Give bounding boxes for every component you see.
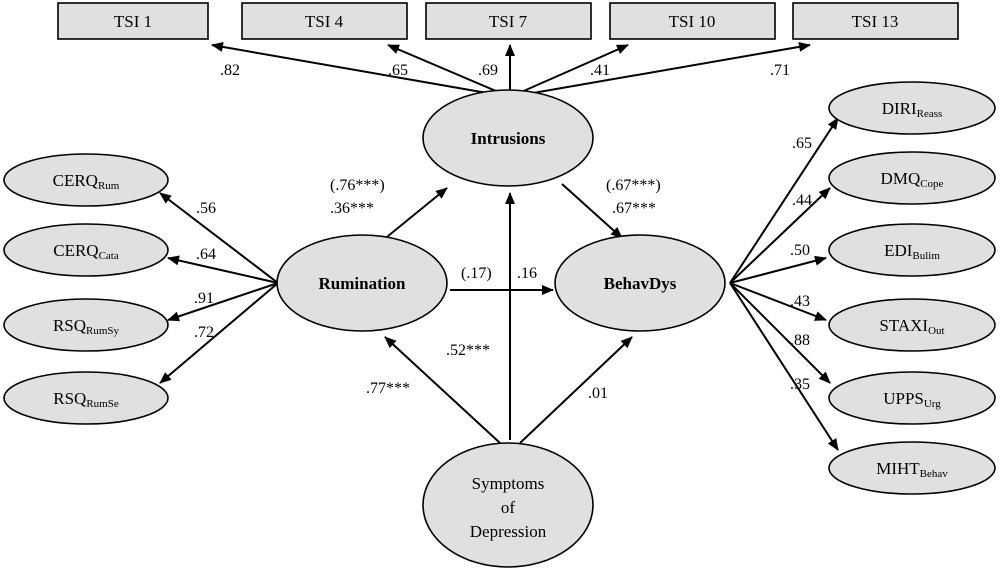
- arrow-intrusions-tsi1: [211, 41, 511, 98]
- indicator-rsq-rumse: RSQRumSe: [3, 371, 169, 425]
- svg-text:Depression: Depression: [470, 522, 547, 541]
- latent-rumination: Rumination: [276, 234, 448, 332]
- indicator-label: TSI 13: [852, 12, 899, 31]
- svg-text:of: of: [501, 498, 516, 517]
- indicator-cerq-cata: CERQCata: [3, 223, 169, 277]
- loading-dmq: .44: [792, 192, 812, 209]
- indicator-label: TSI 7: [489, 12, 528, 31]
- arrow-behavdys-diri: [729, 117, 839, 284]
- indicator-diri-reass: DIRIReass: [828, 81, 996, 135]
- path-dep-rum: .77***: [366, 380, 410, 397]
- arrow-behavdys-miht: [729, 282, 839, 451]
- indicator-miht-behav: MIHTBehav: [828, 441, 996, 495]
- svg-text:CERQRum: CERQRum: [53, 171, 120, 192]
- loading-miht: .35: [790, 376, 810, 393]
- indicator-label: TSI 10: [669, 12, 716, 31]
- loading-cerq-cata: .64: [196, 246, 216, 263]
- svg-text:MIHTBehav: MIHTBehav: [876, 459, 948, 480]
- loading-staxi: .43: [790, 293, 810, 310]
- latent-label: Intrusions: [471, 129, 546, 148]
- loading-cerq-rum: .56: [196, 200, 216, 217]
- path-rum-beh-direct: .16: [517, 265, 537, 282]
- svg-text:EDIBulim: EDIBulim: [884, 241, 940, 262]
- path-intr-beh-total: (.67***): [606, 177, 661, 194]
- svg-text:UPPSUrg: UPPSUrg: [883, 389, 941, 410]
- loading-diri: .65: [792, 135, 812, 152]
- loading-rsq-rumse: .72: [194, 324, 214, 341]
- loading-tsi4: .65: [388, 62, 408, 79]
- indicator-tsi1: TSI 1: [57, 2, 209, 40]
- loading-rsq-rumsy: .91: [194, 290, 214, 307]
- indicator-staxi-out: STAXIOut: [828, 298, 996, 352]
- arrow-intrusions-behavdys: [561, 183, 623, 239]
- arrow-rumination-rsq-rumsy: [167, 282, 279, 322]
- path-rum-intr-direct: .36***: [330, 200, 374, 217]
- svg-text:RSQRumSe: RSQRumSe: [53, 389, 119, 410]
- path-rum-intr-total: (.76***): [330, 177, 385, 194]
- arrow-rumination-rsq-rumse: [159, 282, 279, 384]
- svg-text:CERQCata: CERQCata: [53, 241, 119, 262]
- indicator-rsq-rumsy: RSQRumSy: [3, 298, 169, 352]
- indicator-tsi13: TSI 13: [792, 2, 959, 40]
- latent-depression: Symptoms of Depression: [422, 442, 594, 568]
- arrow-rumination-cerq-rum: [159, 192, 279, 284]
- loading-tsi1: .82: [220, 62, 240, 79]
- svg-text:STAXIOut: STAXIOut: [879, 316, 944, 337]
- loading-tsi7: .69: [478, 62, 498, 79]
- arrow-behavdys-dmq: [729, 187, 831, 284]
- arrow-rumination-cerq-cata: [167, 255, 279, 284]
- arrow-behavdys-upps: [729, 282, 831, 384]
- latent-label: Rumination: [319, 274, 406, 293]
- arrow-depression-rumination: [384, 336, 501, 444]
- arrow-intrusions-tsi10: [509, 44, 629, 98]
- path-dep-intr: .52***: [446, 342, 490, 359]
- indicator-upps-urg: UPPSUrg: [828, 371, 996, 425]
- svg-text:RSQRumSy: RSQRumSy: [53, 316, 120, 337]
- loading-tsi10: .41: [590, 62, 610, 79]
- indicator-dmq-cope: DMQCope: [828, 151, 996, 205]
- svg-text:DMQCope: DMQCope: [881, 169, 944, 190]
- indicator-tsi10: TSI 10: [609, 2, 776, 40]
- arrow-depression-behavdys: [519, 336, 633, 444]
- latent-label: BehavDys: [604, 274, 677, 293]
- arrow-intrusions-tsi4: [387, 44, 511, 98]
- latent-behavdys: BehavDys: [554, 234, 726, 332]
- svg-text:Symptoms: Symptoms: [472, 474, 545, 493]
- latent-intrusions: Intrusions: [422, 89, 594, 187]
- indicator-tsi7: TSI 7: [425, 2, 592, 40]
- loading-tsi13: .71: [770, 62, 790, 79]
- indicator-cerq-rum: CERQRum: [3, 153, 169, 207]
- svg-text:DIRIReass: DIRIReass: [882, 99, 943, 120]
- path-intr-beh-direct: .67***: [612, 200, 656, 217]
- arrow-behavdys-staxi: [729, 282, 827, 321]
- indicator-label: TSI 4: [305, 12, 344, 31]
- indicator-label: TSI 1: [114, 12, 152, 31]
- arrow-behavdys-edi: [729, 255, 827, 284]
- loading-edi: .50: [790, 242, 810, 259]
- path-dep-beh: .01: [588, 385, 608, 402]
- loading-upps: .88: [790, 332, 810, 349]
- arrow-intrusions-tsi13: [509, 41, 811, 98]
- arrow-rumination-intrusions: [376, 187, 448, 246]
- indicator-tsi4: TSI 4: [241, 2, 408, 40]
- indicator-edi-bulim: EDIBulim: [828, 223, 996, 277]
- path-rum-beh-total: (.17): [461, 265, 492, 282]
